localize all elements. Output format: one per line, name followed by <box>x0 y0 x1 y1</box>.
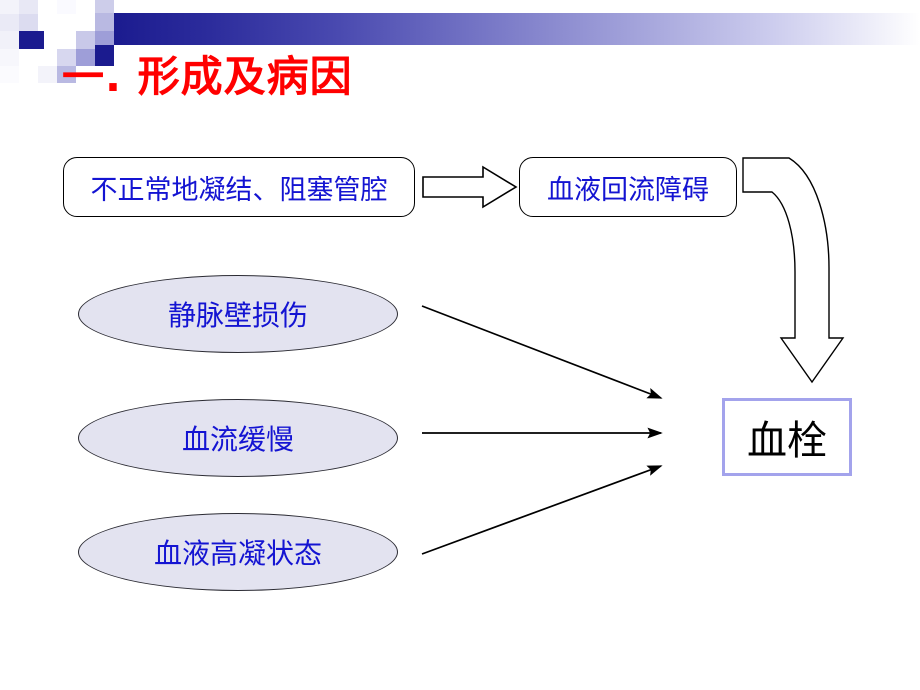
diagram-ellipse-vein-wall-injury: 静脉壁损伤 <box>78 275 398 353</box>
line-arrow-coag-to-result <box>421 465 663 555</box>
mosaic-square <box>95 0 114 13</box>
line-arrow-vein-to-result <box>421 305 663 399</box>
mosaic-square <box>0 31 19 49</box>
mosaic-square <box>0 14 19 31</box>
diagram-ellipse-slow-blood-flow: 血流缓慢 <box>78 399 398 477</box>
curved-block-arrow-effect-to-result <box>742 157 845 384</box>
mosaic-square <box>57 0 76 14</box>
mosaic-square <box>95 45 114 66</box>
diagram-box-effect: 血液回流障碍 <box>519 157 737 217</box>
mosaic-square <box>57 49 76 66</box>
mosaic-square <box>76 49 95 66</box>
header-gradient-band <box>113 13 920 45</box>
diagram-box-thrombus-result: 血栓 <box>722 398 852 476</box>
mosaic-square <box>95 13 114 31</box>
mosaic-square <box>95 31 114 49</box>
mosaic-square <box>0 49 19 66</box>
mosaic-square <box>76 31 95 49</box>
page-title: 一. 形成及病因 <box>62 52 353 101</box>
mosaic-square <box>0 0 19 14</box>
mosaic-square <box>38 66 57 83</box>
block-arrow-cause-to-effect <box>422 165 518 209</box>
mosaic-square <box>19 31 44 49</box>
diagram-box-cause: 不正常地凝结、阻塞管腔 <box>63 157 415 217</box>
mosaic-square <box>19 0 38 14</box>
mosaic-square <box>0 66 19 83</box>
diagram-ellipse-hypercoagulable-state: 血液高凝状态 <box>78 513 398 591</box>
mosaic-square <box>57 66 76 83</box>
mosaic-square <box>19 14 38 31</box>
